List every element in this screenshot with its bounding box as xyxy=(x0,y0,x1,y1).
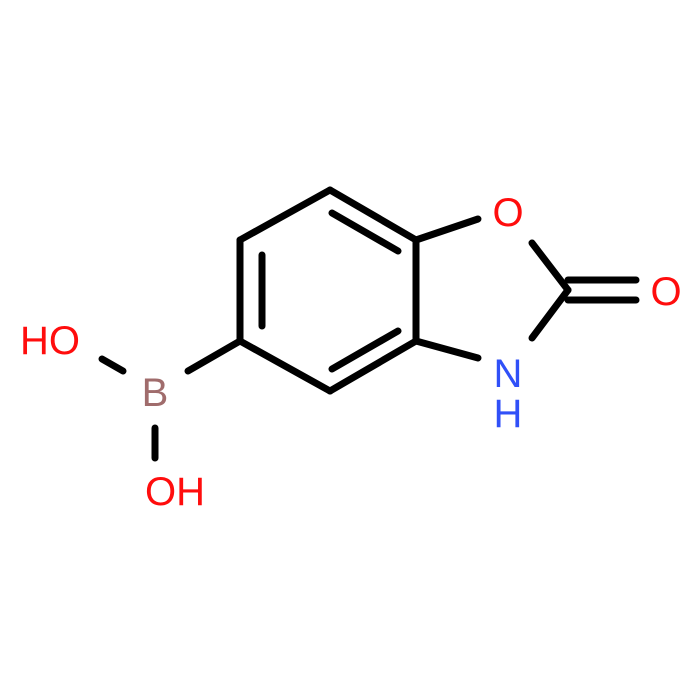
hydroxyl-lower-label: OH xyxy=(145,470,205,514)
nitrogen-label: N xyxy=(494,352,523,396)
bond-c5-c6 xyxy=(326,186,420,244)
double-bond-inner-bottom xyxy=(328,327,402,373)
bond-c3-b xyxy=(184,337,244,375)
bond-n3-c7 xyxy=(412,337,482,362)
bond-b-oh-upper xyxy=(98,355,127,375)
bond-c2-n3 xyxy=(528,286,572,342)
hydroxyl-upper-label: HO xyxy=(20,319,80,363)
ring-oxygen-label: O xyxy=(492,191,523,235)
bond-c6-o1 xyxy=(412,215,482,244)
bond-c7-c8 xyxy=(326,337,420,395)
bond-o1-c2 xyxy=(528,239,572,294)
nitrogen-hydrogen-label: H xyxy=(494,392,523,436)
bond-c4-c5 xyxy=(236,186,334,244)
bond-c8-c3 xyxy=(236,337,334,395)
carbonyl-oxygen-label: O xyxy=(650,270,681,314)
double-bond-inner-top xyxy=(328,209,402,255)
boron-label: B xyxy=(142,371,169,415)
